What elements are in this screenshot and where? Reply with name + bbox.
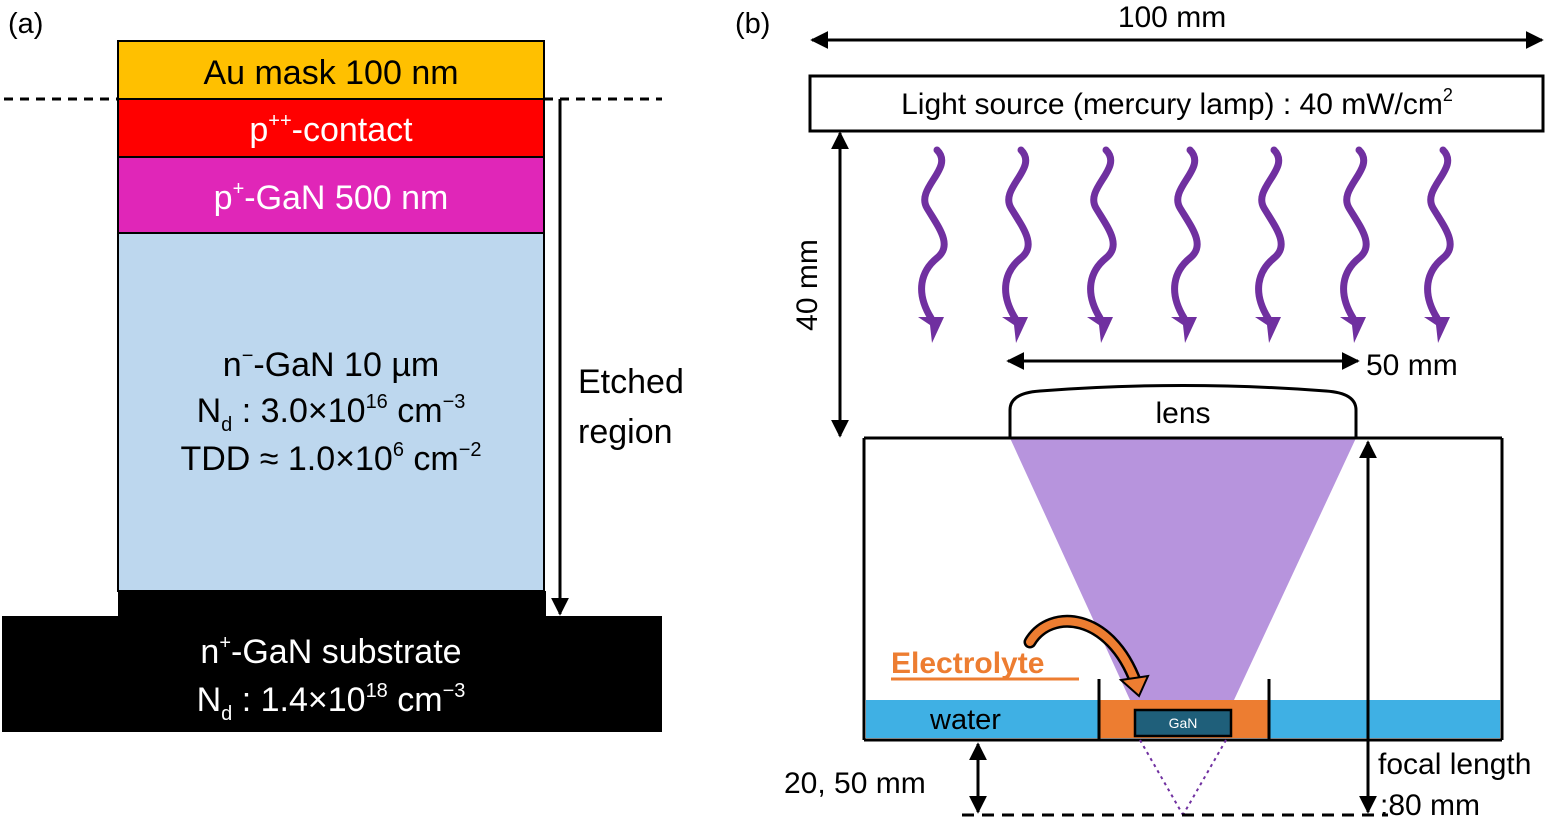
uv-wave-6 xyxy=(1340,146,1370,322)
light-source-label: Light source (mercury lamp) : 40 mW/cm2 xyxy=(901,85,1453,121)
focal-length-label-1: focal length xyxy=(1378,748,1531,781)
n-gan-label-line1: n−-GaN 10 µm xyxy=(223,345,439,384)
substrate-step xyxy=(118,591,546,617)
uv-wave-4 xyxy=(1171,146,1201,322)
uv-wave-7 xyxy=(1424,146,1454,322)
uv-arrowhead-7 xyxy=(1424,317,1450,343)
focus-line-left xyxy=(1139,739,1184,816)
substrate-layer xyxy=(2,616,662,732)
uv-wave-1 xyxy=(918,146,948,322)
lens xyxy=(1008,384,1358,438)
electrolyte-label: Electrolyte xyxy=(891,647,1044,680)
depth-label: 20, 50 mm xyxy=(784,767,926,800)
au-mask-layer xyxy=(117,40,545,100)
panel-a-label: (a) xyxy=(8,8,43,40)
uv-light-arrows xyxy=(918,146,1454,343)
uv-arrowhead-2 xyxy=(1002,317,1028,343)
contact-label: p++-contact xyxy=(249,110,413,149)
electrolyte-arrow xyxy=(1026,617,1140,687)
au-mask-label: Au mask 100 nm xyxy=(203,54,458,92)
n-gan-label-line3: TDD ≈ 1.0×106 cm−2 xyxy=(180,439,481,478)
focal-length-label-2: :80 mm xyxy=(1380,789,1480,821)
etched-region-label-2: region xyxy=(578,413,673,451)
gan-label: GaN xyxy=(1169,715,1198,731)
uv-wave-5 xyxy=(1255,146,1285,322)
n-gan-label-line2: Nd : 3.0×1016 cm−3 xyxy=(197,391,466,436)
lens-label: lens xyxy=(1155,397,1210,430)
substrate-label-line1: n+-GaN substrate xyxy=(200,632,461,671)
distance-label: 40 mm xyxy=(791,239,824,331)
uv-arrowhead-3 xyxy=(1087,317,1113,343)
n-gan-layer xyxy=(117,232,545,592)
focus-line-right xyxy=(1182,739,1227,816)
etched-region-label-1: Etched xyxy=(578,363,684,401)
electrolyte-arrow-head xyxy=(1118,674,1150,698)
gan-chip xyxy=(1133,708,1233,738)
panel-b: (b) 100 mm Light source (mercury lamp) :… xyxy=(735,1,1545,821)
uv-wave-3 xyxy=(1087,146,1117,322)
panel-b-label: (b) xyxy=(735,8,770,40)
water-label: water xyxy=(929,704,1001,736)
p-gan-label: p+-GaN 500 nm xyxy=(214,178,449,217)
width-label: 100 mm xyxy=(1118,1,1226,34)
light-cone xyxy=(1010,438,1356,700)
uv-arrowhead-4 xyxy=(1171,317,1197,343)
panel-a: (a) Au mask 100 nm p++-contact p+-GaN 50… xyxy=(2,8,684,732)
uv-arrowhead-5 xyxy=(1255,317,1281,343)
uv-arrowhead-1 xyxy=(918,317,944,343)
uv-wave-2 xyxy=(1002,146,1032,322)
light-source-box xyxy=(808,74,1545,133)
uv-arrowhead-6 xyxy=(1340,317,1366,343)
beam-width-label: 50 mm xyxy=(1366,349,1458,382)
substrate-label-line2: Nd : 1.4×1018 cm−3 xyxy=(197,680,466,725)
contact-layer xyxy=(117,98,545,158)
